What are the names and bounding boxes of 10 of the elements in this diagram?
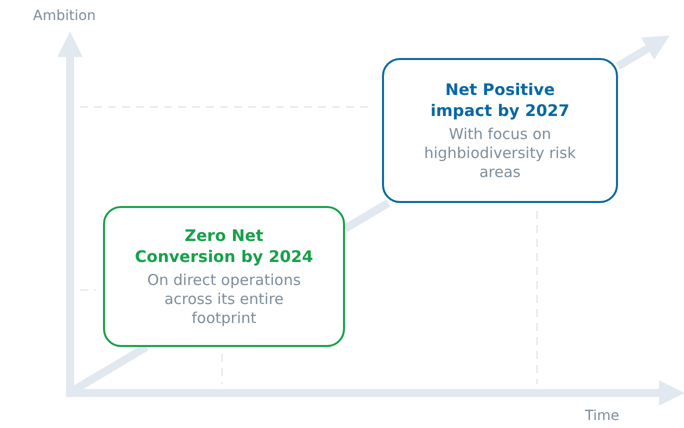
milestone-description: On direct operations across its entire footprint: [146, 271, 302, 328]
milestone-box: [382, 58, 618, 203]
milestone-description: With focus on highbiodiversity risk areas: [423, 125, 577, 182]
axis-label: Ambition: [33, 8, 96, 24]
milestone-title: Zero Net Conversion by 2024: [134, 225, 314, 267]
milestone-box: [103, 206, 345, 347]
trend-line: [342, 200, 390, 232]
milestone-title: Net Positive impact by 2027: [429, 79, 571, 121]
trend-line: [616, 36, 670, 70]
axis-label: Time: [585, 408, 620, 424]
